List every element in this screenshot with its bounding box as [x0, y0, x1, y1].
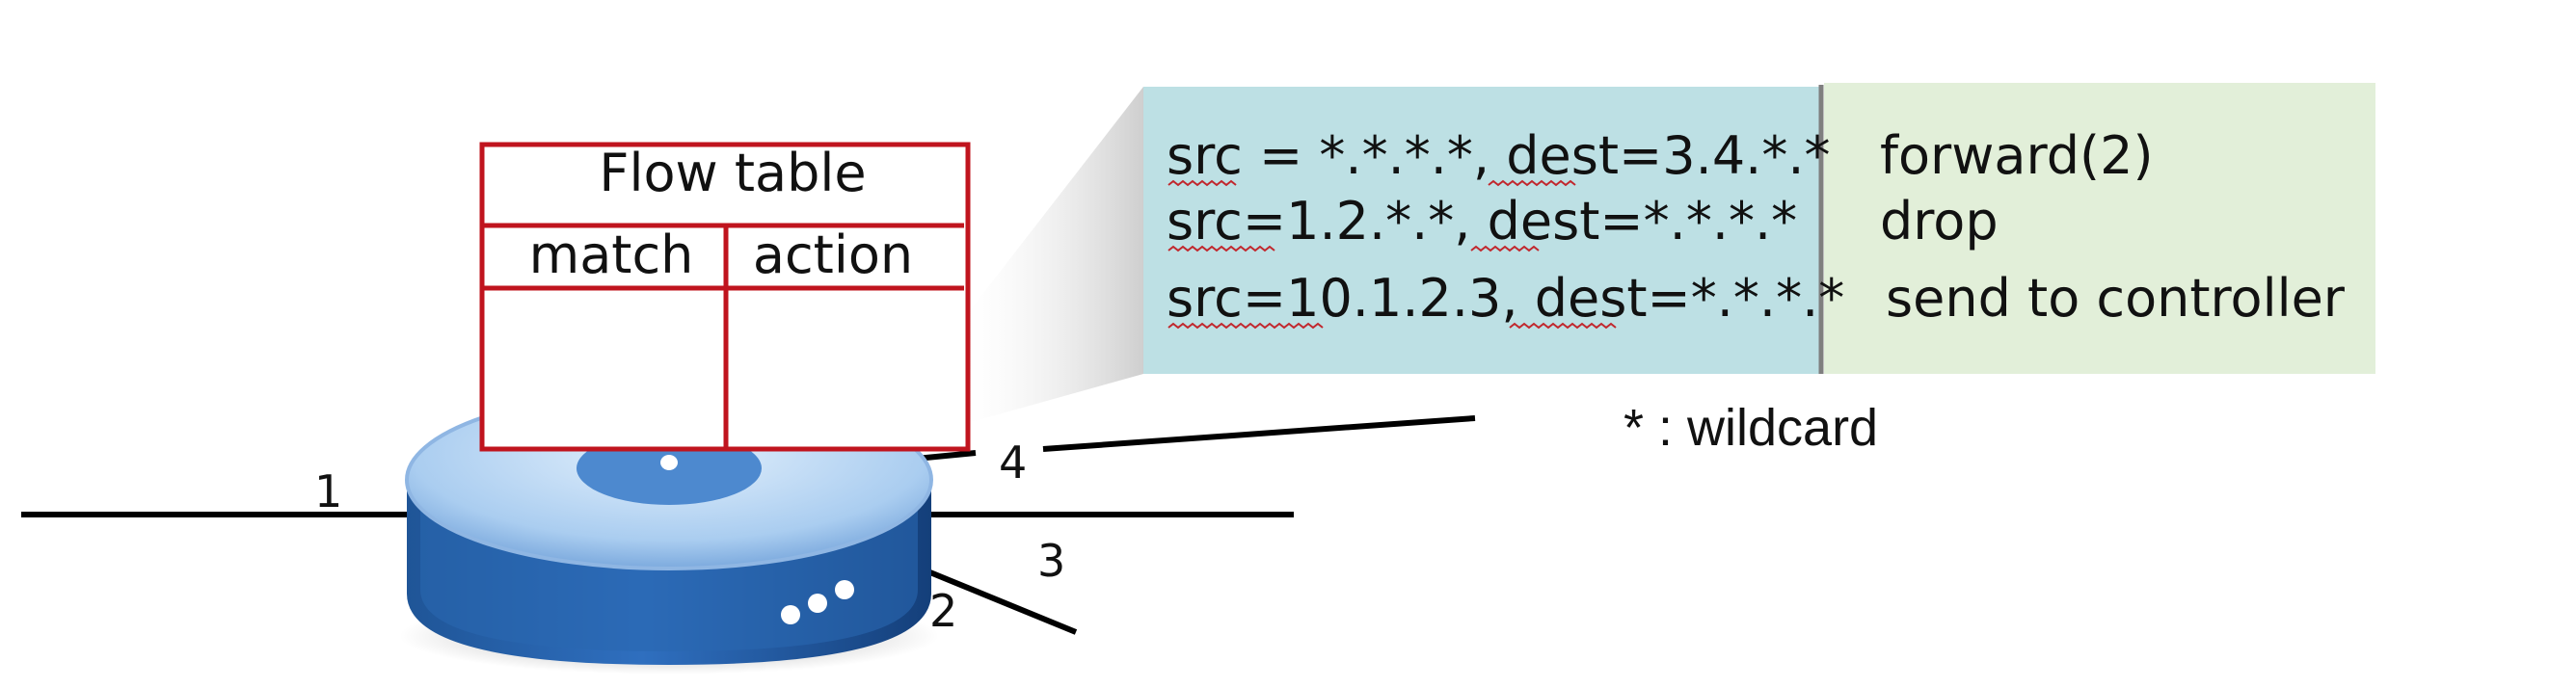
flow-table: Flow table match action: [479, 142, 971, 452]
rule-1-match: src = *.*.*.*, dest=3.4.*.*: [1167, 125, 1831, 186]
port-label-3: 3: [1037, 535, 1065, 587]
callout-wedge: [964, 87, 1143, 424]
link-port-4-a: [915, 450, 977, 462]
link-port-2: [919, 566, 1078, 635]
wildcard-note: * : wildcard: [1623, 399, 1878, 457]
link-port-4-b: [1042, 415, 1476, 452]
flow-table-title: Flow table: [599, 143, 866, 203]
rule-panel: src = *.*.*.*, dest=3.4.*.* src=1.2.*.*,…: [1143, 83, 2375, 374]
action-column-header: action: [753, 225, 913, 285]
rule-2-action: drop: [1880, 191, 1999, 251]
match-column-header: match: [529, 225, 694, 285]
rule-2-match: src=1.2.*.*, dest=*.*.*.*: [1167, 191, 1797, 251]
port-label-2: 2: [929, 585, 957, 637]
rule-1-action: forward(2): [1880, 125, 2154, 186]
rule-3-match: src=10.1.2.3, dest=*.*.*.*: [1167, 268, 1844, 329]
port-label-1: 1: [314, 465, 342, 517]
port-label-4: 4: [999, 437, 1027, 489]
action-panel: [1824, 83, 2375, 374]
spellcheck-underlines: [1167, 179, 1617, 330]
rule-3-action: send to controller: [1886, 268, 2346, 329]
